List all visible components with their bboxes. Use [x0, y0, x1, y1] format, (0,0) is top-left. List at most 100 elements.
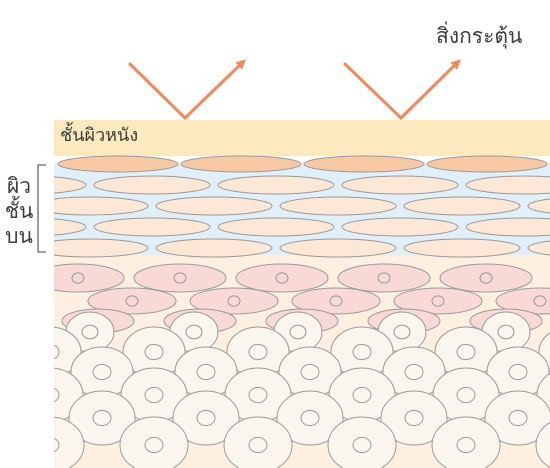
flat-cell — [155, 196, 273, 216]
skin-cell — [535, 421, 550, 468]
skin-cell — [119, 416, 189, 468]
cell-nucleus — [404, 363, 424, 381]
skin-cell — [133, 263, 227, 293]
skin-cell — [337, 263, 431, 293]
flat-cell — [93, 175, 211, 195]
flat-cell — [217, 175, 335, 195]
skin-surface-band — [54, 120, 550, 156]
skin-cell — [431, 416, 501, 468]
cell-nucleus — [144, 436, 164, 454]
cell-nucleus — [173, 272, 187, 284]
flat-cell — [217, 217, 335, 237]
epidermis-label-line-1: ผิว — [6, 174, 32, 198]
skin-cell — [495, 287, 550, 315]
flat-cell — [279, 238, 397, 258]
cell-nucleus — [54, 437, 60, 453]
skin-cell — [54, 263, 125, 293]
cell-nucleus — [289, 324, 307, 340]
round-cell-rows — [54, 311, 550, 468]
cell-nucleus — [377, 272, 391, 284]
flat-cell — [465, 175, 550, 195]
flat-cell — [279, 196, 397, 216]
cell-nucleus — [352, 343, 372, 361]
flat-cell — [155, 238, 273, 258]
cell-nucleus — [92, 409, 112, 427]
flat-cell — [341, 175, 459, 195]
flat-cell — [403, 196, 521, 216]
flat-cell — [93, 217, 211, 237]
cell-nucleus — [71, 272, 85, 284]
cell-nucleus — [352, 436, 372, 454]
skin-cell — [235, 263, 329, 293]
cell-nucleus — [248, 386, 268, 404]
skin-cell — [276, 390, 344, 446]
flat-cell — [54, 238, 149, 258]
cell-nucleus — [393, 324, 411, 340]
cell-nucleus — [456, 436, 476, 454]
skin-cell — [291, 287, 381, 315]
cell-nucleus — [456, 343, 476, 361]
cell-nucleus — [508, 363, 528, 381]
cell-nucleus — [185, 324, 203, 340]
stimulus-arrows — [128, 59, 461, 121]
cell-nucleus — [92, 363, 112, 381]
cell-nucleus — [431, 295, 445, 307]
cell-nucleus — [227, 295, 241, 307]
skin-cell — [189, 287, 279, 315]
flat-cell — [341, 217, 459, 237]
flat-cell — [465, 217, 550, 237]
skin-cell — [439, 263, 533, 293]
cell-nucleus — [352, 386, 372, 404]
skin-cell — [172, 390, 240, 446]
flat-cell — [54, 218, 87, 236]
surface-cell-row — [57, 155, 548, 173]
surface-cell — [303, 155, 425, 173]
cell-nucleus — [508, 409, 528, 427]
cell-nucleus — [54, 344, 60, 360]
cell-nucleus — [479, 272, 493, 284]
cell-nucleus — [144, 386, 164, 404]
epidermis-label-line-2: ชั้น — [4, 199, 34, 223]
cell-nucleus — [196, 363, 216, 381]
skin-surface-label: ชั้นผิวหนัง — [60, 125, 139, 146]
cell-nucleus — [329, 295, 343, 307]
stimulus-arrow-left — [128, 59, 246, 121]
flat-cell — [54, 176, 87, 194]
skin-cross-section — [54, 120, 550, 468]
cell-nucleus — [456, 386, 476, 404]
flat-cell-rows — [54, 175, 550, 258]
surface-cell — [57, 155, 179, 173]
flat-cell — [527, 240, 550, 256]
stimulus-arrow-right — [343, 59, 461, 121]
cell-nucleus — [54, 387, 60, 403]
cell-nucleus — [125, 295, 139, 307]
cell-nucleus — [404, 409, 424, 427]
skin-cell — [327, 416, 397, 468]
epidermis-label-line-3: บน — [5, 224, 33, 248]
cell-nucleus — [248, 436, 268, 454]
cell-nucleus — [300, 409, 320, 427]
cell-nucleus — [196, 409, 216, 427]
epidermis-label: ผิว ชั้น บน — [4, 174, 34, 249]
stimulus-label: สิ่งกระตุ้น — [436, 24, 523, 48]
cell-nucleus — [497, 324, 515, 340]
flat-cell — [527, 198, 550, 214]
cell-nucleus — [81, 324, 99, 340]
skin-cell — [54, 416, 85, 468]
skin-cell — [68, 390, 136, 446]
epidermis-bracket — [37, 164, 46, 253]
flat-cell — [403, 238, 521, 258]
skin-cell — [393, 287, 483, 315]
skin-cell — [87, 287, 177, 315]
cell-nucleus — [300, 363, 320, 381]
cell-nucleus — [144, 343, 164, 361]
cell-nucleus — [275, 272, 289, 284]
cell-nucleus — [248, 343, 268, 361]
skin-cell — [380, 390, 448, 446]
surface-cell — [426, 155, 548, 173]
flat-cell — [54, 196, 149, 216]
cell-nucleus — [533, 295, 547, 307]
skin-cell — [484, 390, 550, 446]
skin-cell — [223, 416, 293, 468]
